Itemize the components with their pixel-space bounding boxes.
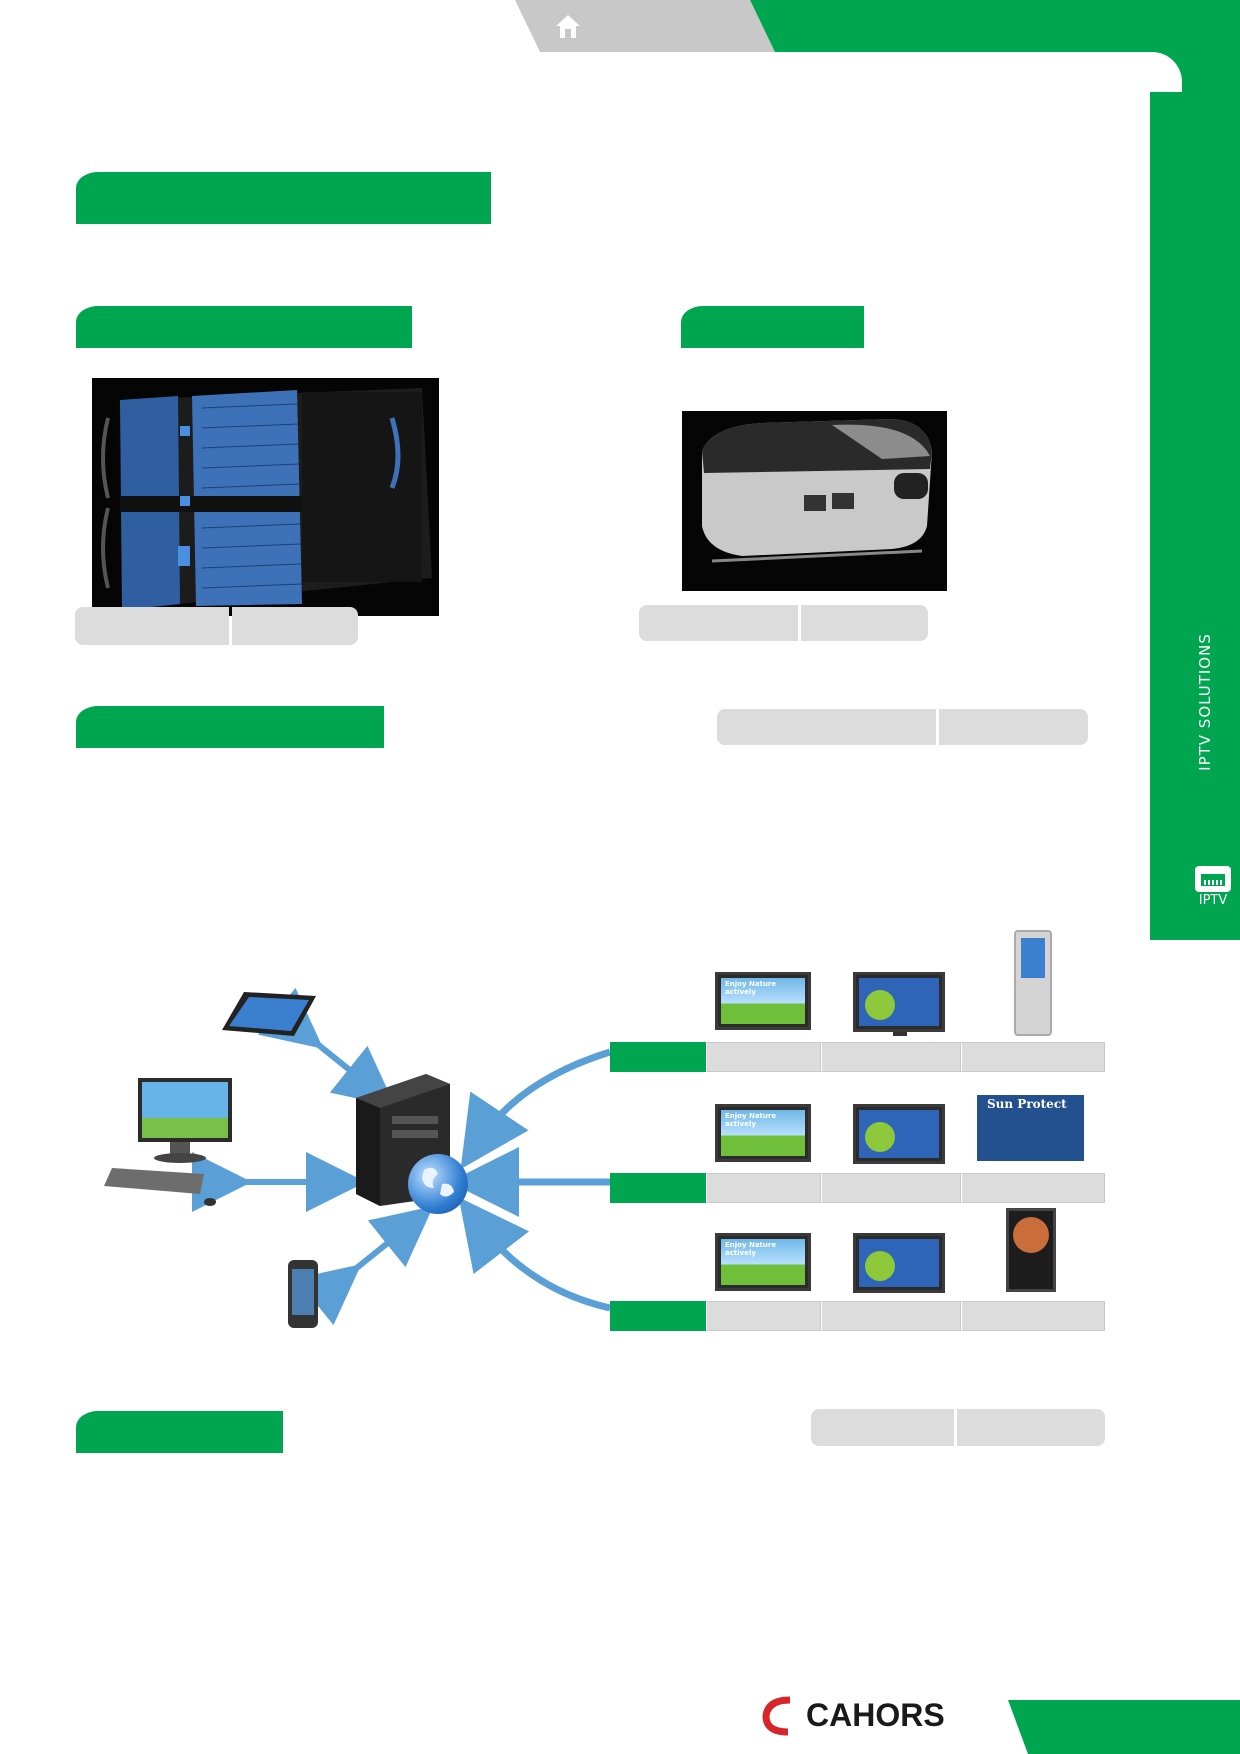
smartphone-icon [288, 1260, 318, 1328]
advert-text: Enjoy Nature actively [725, 1112, 777, 1128]
sun-protect-display: Sun Protect [977, 1095, 1084, 1161]
accessories-ref-label [811, 1409, 954, 1446]
server-ref-label [75, 607, 229, 645]
kiosk-display-icon [1014, 930, 1052, 1036]
home-icon[interactable] [553, 12, 583, 40]
advert-text: Enjoy Nature actively [725, 1241, 777, 1257]
advert-display-2: Enjoy Nature actively [715, 1104, 811, 1162]
software-ref-label [717, 709, 936, 745]
chart-display-2 [853, 1104, 945, 1164]
top-banner [515, 0, 1240, 52]
player-ref-pill [639, 605, 928, 641]
server-ref-pill [75, 607, 358, 645]
section-title-accessories [76, 1411, 283, 1453]
accessories-ref-pill [811, 1409, 1105, 1446]
footer-green-band [1008, 1700, 1240, 1754]
side-panel-band [1182, 0, 1240, 940]
server-chassis-image [92, 378, 439, 616]
chart-display-3 [853, 1233, 945, 1293]
network-port-icon[interactable] [1195, 866, 1231, 892]
menu-display-icon [1006, 1208, 1056, 1292]
advert-display-3: Enjoy Nature actively [715, 1233, 811, 1291]
section-title-server [76, 306, 412, 348]
section-title-player [681, 306, 864, 348]
server-ref-code [232, 607, 358, 645]
accessories-ref-code [957, 1409, 1105, 1446]
software-ref-pill [717, 709, 1088, 745]
section-title-main [76, 172, 491, 224]
side-panel-body [1150, 52, 1190, 940]
software-ref-code [939, 709, 1088, 745]
cahors-logo [760, 1696, 806, 1736]
display-group-row-2 [610, 1173, 1105, 1203]
display-group-row-3 [610, 1301, 1105, 1331]
player-ref-label [639, 605, 798, 641]
section-title-software [76, 706, 384, 748]
mini-pc-player-image [682, 411, 947, 591]
advert-display-1: Enjoy Nature actively [715, 972, 811, 1030]
globe-icon [408, 1154, 468, 1214]
advert-text: Enjoy Nature actively [725, 980, 777, 996]
tablet-icon [222, 992, 316, 1036]
player-ref-code [801, 605, 928, 641]
sun-protect-text: Sun Protect [987, 1097, 1067, 1111]
desktop-computer-icon [104, 1076, 234, 1212]
display-group-row-1 [610, 1042, 1105, 1072]
sidebar-tab-label[interactable]: IPTV [1198, 893, 1228, 908]
footer-brand: CAHORS [806, 1697, 945, 1733]
chart-display-1 [853, 972, 945, 1032]
